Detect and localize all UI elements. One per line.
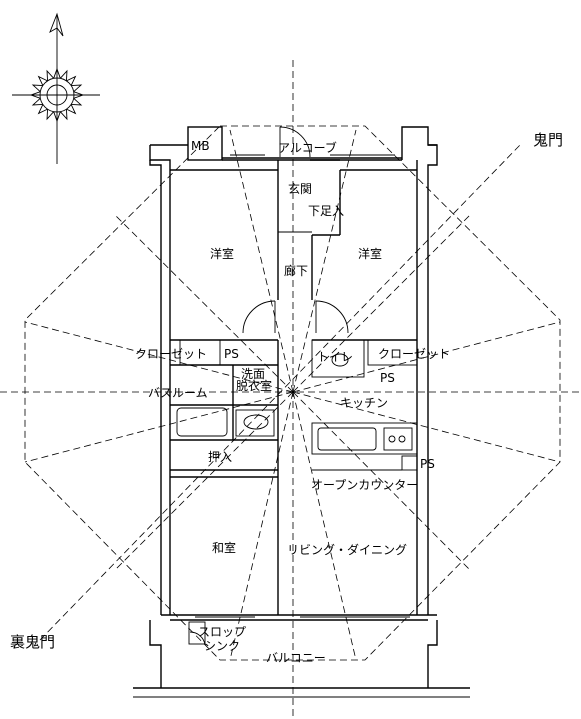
compass-spike (71, 97, 83, 106)
compass-spike (46, 69, 55, 81)
urakimon-label: 裏鬼門 (10, 633, 55, 651)
compass-spike (59, 109, 68, 121)
compass-spike (46, 109, 55, 121)
shoebox-label: 下足入 (308, 204, 344, 218)
western-room-right-label: 洋室 (358, 246, 382, 261)
closet-right-label: クローゼット (378, 347, 450, 361)
ps-left-label: PS (224, 347, 239, 361)
compass-spike (31, 84, 43, 93)
compass-spike (53, 67, 61, 79)
compass-spike (31, 97, 43, 106)
living-dining-label: リビング・ダイニング (287, 542, 407, 557)
compass-spike (29, 91, 41, 99)
alcove-label: アルコーブ (278, 140, 337, 155)
kitchen-label: キッチン (340, 396, 388, 410)
western-room-left-label: 洋室 (210, 246, 234, 261)
compass-spike (37, 104, 48, 115)
storage-label: 押入 (208, 450, 232, 464)
slop-sink-label-2: シンク (204, 639, 240, 653)
dressing-room-label: 脱衣室 (236, 378, 272, 393)
entrance-label: 玄関 (288, 181, 312, 196)
interior-walls (170, 126, 418, 646)
compass-rose-icon (29, 67, 85, 123)
ps-right-upper-label: PS (380, 371, 395, 385)
japanese-room-label: 和室 (212, 540, 236, 555)
compass-spike (66, 75, 77, 86)
toilet-label: トイレ (317, 350, 353, 364)
compass-spike (37, 75, 48, 86)
washroom-label: 洗面 (241, 367, 265, 381)
open-counter-label: オープンカウンター (311, 478, 418, 492)
mb-label: MB (191, 139, 210, 153)
kimon-label: 鬼門 (533, 131, 563, 149)
ps-right-lower-label: PS (420, 457, 435, 471)
compass-spike (66, 104, 77, 115)
compass-spike (53, 111, 61, 123)
compass-spike (73, 91, 85, 99)
room-labels: MB アルコーブ 鬼門 裏鬼門 玄関 下足入 洋室 洋室 廊下 クローゼット P… (10, 131, 563, 665)
closet-left-label: クローゼット (135, 347, 207, 361)
north-arrow-icon (12, 12, 100, 164)
balcony-label: バルコニー (266, 651, 326, 665)
bathroom-label: バスルーム (148, 386, 208, 400)
hallway-label: 廊下 (284, 263, 308, 278)
compass-spike (59, 69, 68, 81)
building-walls (133, 126, 470, 698)
slop-sink-label-1: スロップ (198, 625, 246, 639)
direction-lines (0, 60, 581, 719)
compass-spike (71, 84, 83, 93)
